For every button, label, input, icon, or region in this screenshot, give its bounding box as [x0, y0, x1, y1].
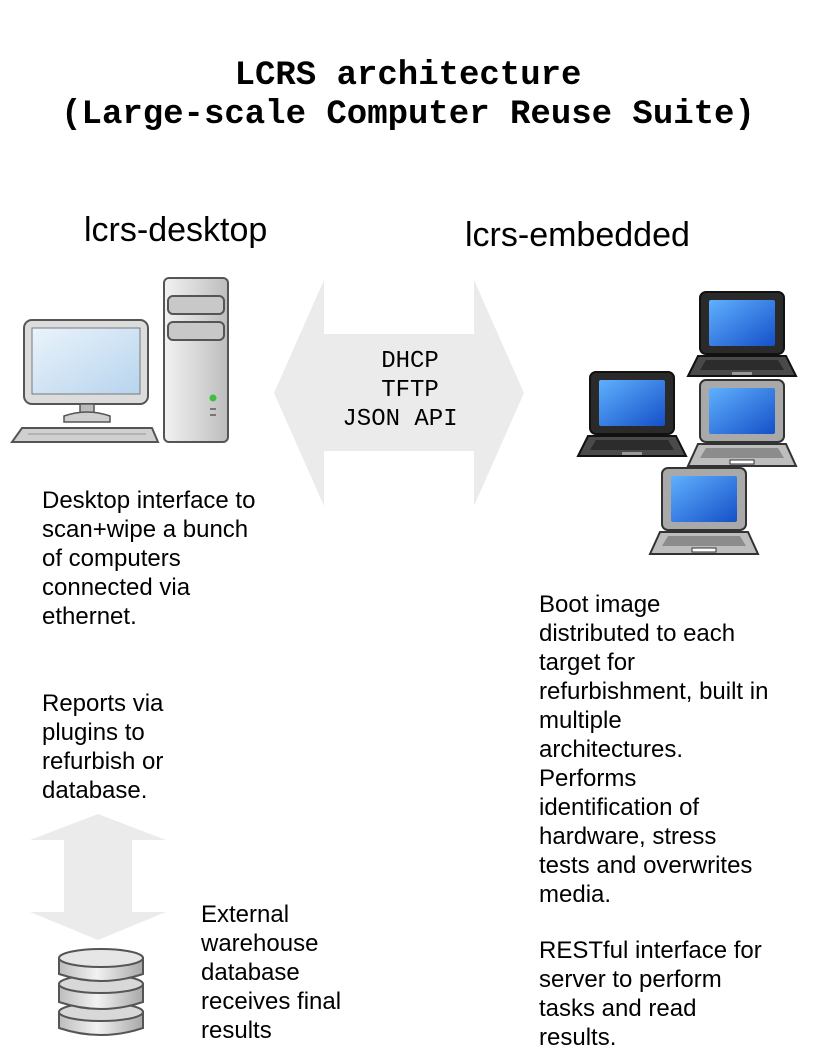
desktop-heading: lcrs-desktop [84, 211, 268, 249]
vertical-arrow-shape [30, 814, 166, 940]
protocol-dhcp: DHCP [381, 348, 439, 375]
embedded-description: Boot image distributed to each target fo… [539, 591, 769, 908]
protocol-json-api: JSON API [342, 406, 458, 433]
embedded-restful-text: RESTful interface for server to perform … [539, 937, 762, 1051]
database-description: External warehouse database receives fin… [201, 901, 342, 1044]
database-icon [58, 948, 144, 1036]
protocol-double-arrow [274, 280, 524, 506]
desktop-computer-icon [10, 277, 229, 443]
diagram-title-line1: LCRS architecture [234, 57, 582, 95]
database-double-arrow [30, 814, 166, 940]
embedded-heading: lcrs-embedded [465, 216, 690, 254]
protocol-tftp: TFTP [381, 377, 439, 404]
arrow-shape [274, 280, 524, 506]
laptops-icon [577, 291, 797, 555]
desktop-description: Desktop interface to scan+wipe a bunch o… [42, 487, 256, 630]
desktop-reports-text: Reports via plugins to refurbish or data… [42, 690, 164, 804]
diagram-title-line2: (Large-scale Computer Reuse Suite) [61, 96, 755, 134]
